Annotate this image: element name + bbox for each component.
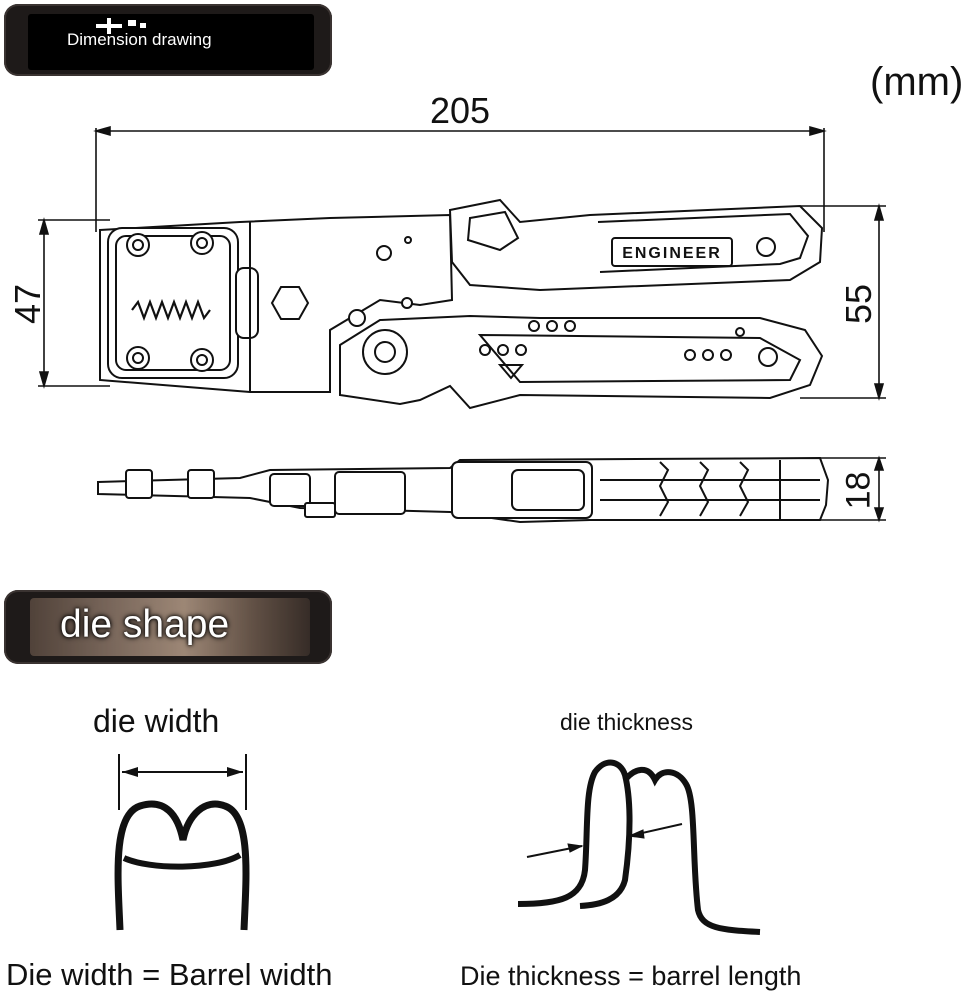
dimension-drawing-title: Dimension drawing — [67, 30, 212, 49]
thickness-dimension-line — [820, 455, 886, 523]
banner-background — [28, 14, 314, 70]
unit-label: (mm) — [870, 60, 964, 104]
head-height-dimension-line — [38, 217, 110, 389]
die-thickness-equation: Die thickness = barrel length — [460, 961, 802, 991]
length-dimension-line — [93, 125, 827, 232]
die-shape-title: die shape — [60, 603, 230, 646]
brand-label: ENGINEER — [622, 245, 722, 262]
die-width-label: die width — [93, 703, 220, 739]
die-width-equation: Die width = Barrel width — [6, 957, 333, 992]
die-thickness-diagram — [517, 759, 761, 935]
handle-height-dimension-line — [800, 203, 886, 401]
overall-length-value: 205 — [430, 90, 491, 131]
dimension-drawing-banner — [4, 4, 332, 76]
tool-top-view — [99, 198, 824, 410]
banner-logo-icon — [96, 18, 146, 34]
die-shape-banner — [4, 590, 332, 664]
die-thickness-label: die thickness — [560, 709, 693, 735]
tool-side-view — [97, 456, 830, 524]
die-width-diagram — [114, 754, 250, 931]
banner-background — [30, 598, 310, 656]
